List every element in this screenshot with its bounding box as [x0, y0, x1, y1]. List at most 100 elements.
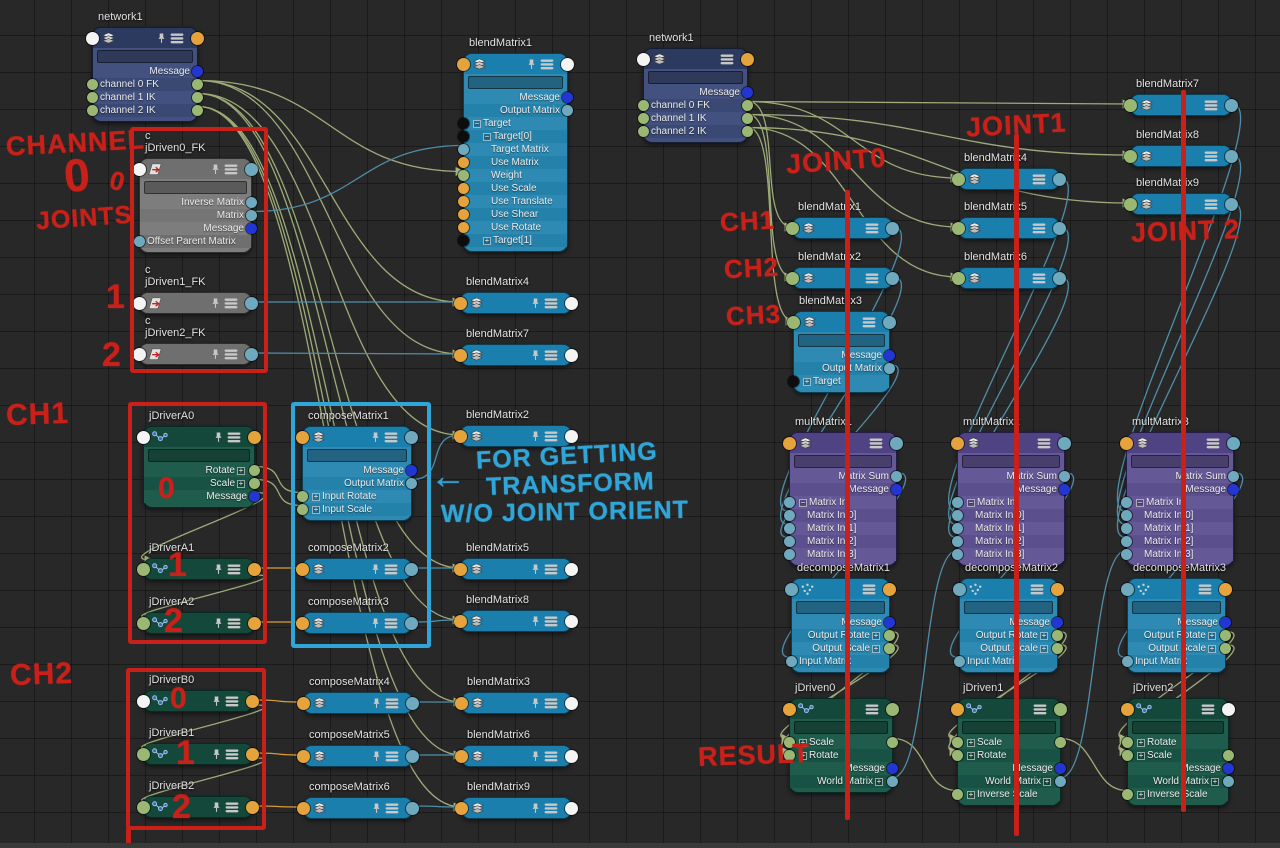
- attr-row[interactable]: Matrix In[0]: [784, 509, 896, 522]
- expander-icon[interactable]: −: [799, 497, 807, 507]
- attr-row[interactable]: Message: [790, 762, 898, 775]
- node-blendMatrix5-left[interactable]: [454, 558, 578, 580]
- attr-row[interactable]: Message: [1128, 762, 1234, 775]
- expander-icon[interactable]: −: [483, 131, 491, 141]
- attr-row[interactable]: Message: [960, 616, 1063, 629]
- port-dot-r[interactable]: [1225, 197, 1238, 211]
- attr-row[interactable]: Message: [464, 91, 573, 104]
- port-dot-l[interactable]: [297, 801, 310, 815]
- port-dot-r[interactable]: [884, 630, 895, 641]
- pin-icon[interactable]: [531, 430, 540, 442]
- attr-row[interactable]: Message: [790, 483, 902, 496]
- attr-row[interactable]: Use Scale: [458, 182, 567, 195]
- node-title-bar[interactable]: [785, 579, 896, 599]
- menu-icon[interactable]: [1030, 583, 1044, 595]
- port-dot-l[interactable]: [637, 52, 650, 66]
- port-dot-r[interactable]: [1053, 172, 1066, 186]
- attr-row[interactable]: +Rotate: [1122, 736, 1228, 749]
- node-title-bar[interactable]: [454, 426, 578, 446]
- port-dot-l[interactable]: [1120, 436, 1133, 450]
- menu-icon[interactable]: [720, 53, 734, 65]
- port-dot-l[interactable]: [454, 562, 467, 576]
- menu-icon[interactable]: [862, 583, 876, 595]
- expander-icon[interactable]: −: [1136, 497, 1144, 507]
- menu-icon[interactable]: [540, 58, 554, 70]
- attr-row[interactable]: Use Translate: [458, 195, 567, 208]
- attr-row[interactable]: Message: [958, 762, 1066, 775]
- port-dot-r[interactable]: [891, 471, 902, 482]
- menu-icon[interactable]: [1206, 437, 1220, 449]
- expand-plus-icon[interactable]: +: [1040, 630, 1048, 640]
- port-dot-r[interactable]: [1219, 582, 1232, 596]
- port-dot-l[interactable]: [458, 118, 469, 129]
- attr-row[interactable]: +Rotate: [952, 749, 1060, 762]
- port-dot-l[interactable]: [783, 436, 796, 450]
- expand-plus-icon[interactable]: +: [875, 776, 883, 786]
- port-dot-l[interactable]: [952, 497, 963, 508]
- attr-row[interactable]: channel 0 FK: [87, 78, 203, 91]
- port-dot-r[interactable]: [1052, 617, 1063, 628]
- expand-plus-icon[interactable]: +: [967, 737, 975, 747]
- node-composeMatrix6[interactable]: [297, 797, 419, 819]
- port-dot-r[interactable]: [886, 271, 899, 285]
- port-dot-l[interactable]: [788, 376, 799, 387]
- node-title-bar[interactable]: [297, 798, 419, 818]
- menu-icon[interactable]: [865, 703, 879, 715]
- port-dot-r[interactable]: [1228, 484, 1239, 495]
- port-dot-r[interactable]: [565, 801, 578, 815]
- port-dot-l[interactable]: [134, 236, 145, 247]
- node-title-bar[interactable]: [783, 699, 899, 719]
- notes-field[interactable]: [962, 455, 1060, 468]
- port-dot-r[interactable]: [742, 87, 753, 98]
- port-dot-r[interactable]: [886, 702, 899, 716]
- port-dot-l[interactable]: [137, 430, 150, 444]
- node-title-bar[interactable]: [454, 345, 578, 365]
- port-dot-l[interactable]: [1124, 149, 1137, 163]
- node-title-bar[interactable]: [951, 433, 1071, 453]
- port-dot-r[interactable]: [562, 92, 573, 103]
- port-dot-l[interactable]: [1121, 582, 1134, 596]
- port-dot-l[interactable]: [1124, 98, 1137, 112]
- pin-icon[interactable]: [531, 563, 540, 575]
- node-title-bar[interactable]: [457, 54, 574, 74]
- menu-icon[interactable]: [544, 297, 558, 309]
- expand-plus-icon[interactable]: +: [967, 789, 975, 799]
- node-title-bar[interactable]: [454, 611, 578, 631]
- attr-row[interactable]: Output Rotate+: [792, 629, 895, 642]
- menu-icon[interactable]: [544, 615, 558, 627]
- expand-plus-icon[interactable]: +: [1137, 750, 1145, 760]
- port-dot-r[interactable]: [1223, 763, 1234, 774]
- port-dot-l[interactable]: [454, 348, 467, 362]
- node-blendMatrix7-left[interactable]: [454, 344, 578, 366]
- port-dot-r[interactable]: [1225, 98, 1238, 112]
- node-title-bar[interactable]: [952, 218, 1066, 238]
- port-dot-r[interactable]: [1051, 582, 1064, 596]
- notes-field[interactable]: [468, 76, 563, 89]
- port-dot-l[interactable]: [951, 702, 964, 716]
- port-dot-l[interactable]: [952, 172, 965, 186]
- port-dot-r[interactable]: [565, 429, 578, 443]
- port-dot-l[interactable]: [454, 614, 467, 628]
- menu-icon[interactable]: [544, 802, 558, 814]
- attr-row[interactable]: Message: [958, 483, 1070, 496]
- notes-field[interactable]: [798, 334, 885, 347]
- port-dot-l[interactable]: [87, 105, 98, 116]
- pin-icon[interactable]: [531, 297, 540, 309]
- port-dot-r[interactable]: [887, 737, 898, 748]
- attr-row[interactable]: Message: [644, 86, 753, 99]
- attr-row[interactable]: +Scale: [952, 736, 1066, 749]
- menu-icon[interactable]: [1204, 99, 1218, 111]
- port-dot-l[interactable]: [1122, 750, 1133, 761]
- port-dot-l[interactable]: [133, 296, 146, 310]
- attr-row[interactable]: Weight: [458, 169, 567, 182]
- node-blendMatrix1-right[interactable]: [786, 217, 899, 239]
- node-title-bar[interactable]: [786, 268, 899, 288]
- attr-row[interactable]: Message: [1127, 483, 1239, 496]
